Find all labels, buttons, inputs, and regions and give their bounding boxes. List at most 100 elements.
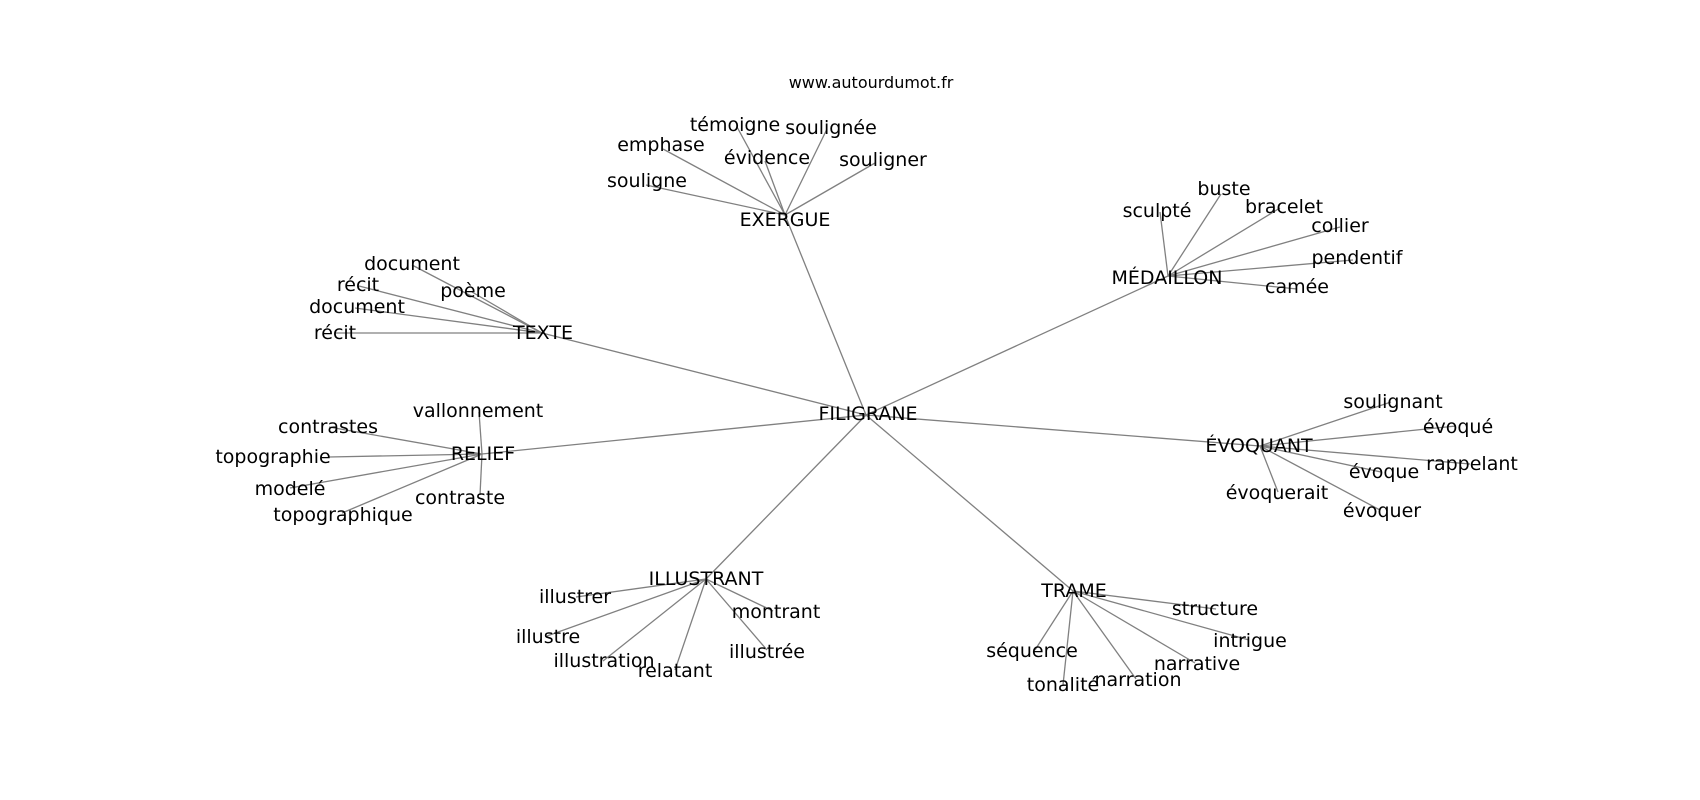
edge-texte-child (358, 285, 543, 334)
root-node-label: FILIGRANE (818, 403, 917, 425)
leaf-node-relief: vallonnement (413, 400, 544, 422)
edge-trame-child (1062, 590, 1074, 686)
edge-exergue-child (662, 148, 786, 216)
leaf-node-exergue: souligne (607, 170, 687, 192)
edge-relief-child (289, 453, 483, 489)
leaf-node-illustrant: illustre (516, 626, 580, 648)
leaf-node-illustrant: illustrée (729, 641, 805, 663)
edge-trame-child (1072, 590, 1196, 664)
edge-illustrant-child (674, 578, 707, 671)
leaf-node-medaillon: sculpté (1123, 200, 1192, 222)
edge-root-trame (865, 414, 1074, 592)
leaf-node-relief: topographie (215, 446, 330, 468)
edge-root-relief (481, 414, 867, 455)
edge-relief-child (479, 453, 483, 496)
leaf-node-evoquant: rappelant (1426, 453, 1518, 475)
leaf-node-evoquant: évoqué (1423, 416, 1493, 438)
edge-evoquant-child (1259, 425, 1457, 447)
leaf-node-illustrant: montrant (732, 601, 821, 623)
edge-medaillon-child (1167, 275, 1298, 290)
edge-root-exergue (784, 214, 867, 416)
leaf-node-exergue: témoigne (690, 114, 780, 136)
leaf-node-texte: poème (440, 280, 506, 302)
leaf-node-texte: document (364, 253, 460, 275)
edge-illustrant-child (705, 578, 768, 651)
edge-exergue-child (784, 162, 876, 216)
edge-relief-child (478, 411, 483, 455)
edge-illustrant-child (602, 578, 707, 662)
edge-exergue-child (784, 128, 828, 216)
edge-relief-child (328, 426, 483, 455)
edge-relief-child (341, 453, 483, 514)
edge-evoquant-child (1259, 445, 1381, 511)
leaf-node-evoquant: évoque (1349, 461, 1419, 483)
leaf-node-exergue: souligner (839, 149, 927, 171)
edge-root-evoquant (865, 414, 1261, 447)
edge-evoquant-child (1259, 445, 1279, 493)
edge-evoquant-child (1259, 401, 1392, 447)
leaf-node-medaillon: pendentif (1311, 247, 1403, 269)
leaf-node-texte: récit (314, 322, 356, 344)
edge-texte-child (471, 291, 543, 334)
graph-edges (289, 126, 1471, 686)
leaf-node-texte: récit (337, 274, 379, 296)
edge-medaillon-child (1167, 259, 1354, 277)
leaf-node-exergue: emphase (617, 134, 705, 156)
edge-exergue-child (736, 126, 786, 216)
edge-relief-child (328, 453, 483, 458)
edge-illustrant-child (546, 578, 707, 637)
leaf-node-medaillon: bracelet (1245, 196, 1323, 218)
edge-trame-child (1072, 590, 1250, 641)
leaf-node-relief: contraste (415, 487, 505, 509)
edge-medaillon-child (1159, 211, 1169, 277)
edge-exergue-child (764, 160, 786, 216)
leaf-node-evoquant: soulignant (1343, 391, 1442, 413)
leaf-node-medaillon: collier (1311, 215, 1369, 237)
group-node-trame: TRAME (1040, 580, 1106, 602)
leaf-node-evoquant: évoquerait (1226, 482, 1329, 504)
leaf-node-trame: intrigue (1213, 630, 1287, 652)
leaf-node-relief: topographique (273, 504, 412, 526)
leaf-node-medaillon: camée (1265, 276, 1329, 298)
edge-medaillon-child (1167, 226, 1341, 277)
leaf-node-illustrant: relatant (638, 660, 713, 682)
leaf-node-trame: narration (1094, 669, 1181, 691)
edge-root-illustrant (705, 414, 867, 580)
edge-texte-child (411, 264, 543, 334)
edge-trame-child (1072, 590, 1217, 610)
edge-root-texte (541, 332, 867, 416)
leaf-node-illustrant: illustration (553, 650, 654, 672)
group-node-exergue: EXERGUE (740, 209, 831, 231)
leaf-node-relief: contrastes (278, 416, 378, 438)
leaf-node-exergue: évidence (724, 147, 810, 169)
leaf-node-illustrant: illustrer (539, 586, 611, 608)
edge-evoquant-child (1259, 445, 1382, 473)
leaf-node-medaillon: buste (1197, 178, 1250, 200)
leaf-node-trame: structure (1172, 598, 1258, 620)
edge-exergue-child (645, 184, 786, 216)
leaf-node-trame: tonalité (1027, 674, 1099, 696)
edge-trame-child (1034, 590, 1074, 651)
edge-root-medaillon (865, 275, 1169, 416)
leaf-node-exergue: soulignée (785, 117, 877, 139)
source-caption: www.autourdumot.fr (789, 73, 954, 92)
edge-medaillon-child (1167, 193, 1222, 277)
edge-texte-child (354, 307, 543, 334)
edge-illustrant-child (705, 578, 774, 612)
group-node-relief: RELIEF (451, 443, 515, 465)
edge-evoquant-child (1259, 445, 1471, 465)
group-node-texte: TEXTE (512, 322, 573, 344)
leaf-node-texte: document (309, 296, 405, 318)
group-node-medaillon: MÉDAILLON (1112, 266, 1223, 289)
edge-medaillon-child (1167, 207, 1281, 277)
edge-illustrant-child (575, 578, 707, 598)
group-node-illustrant: ILLUSTRANT (649, 568, 764, 590)
leaf-node-relief: modelé (255, 478, 326, 500)
leaf-node-trame: séquence (986, 640, 1078, 662)
edge-trame-child (1072, 590, 1137, 680)
group-node-evoquant: ÉVOQUANT (1205, 434, 1313, 457)
leaf-node-evoquant: évoquer (1343, 500, 1421, 522)
leaf-node-trame: narrative (1154, 653, 1240, 675)
